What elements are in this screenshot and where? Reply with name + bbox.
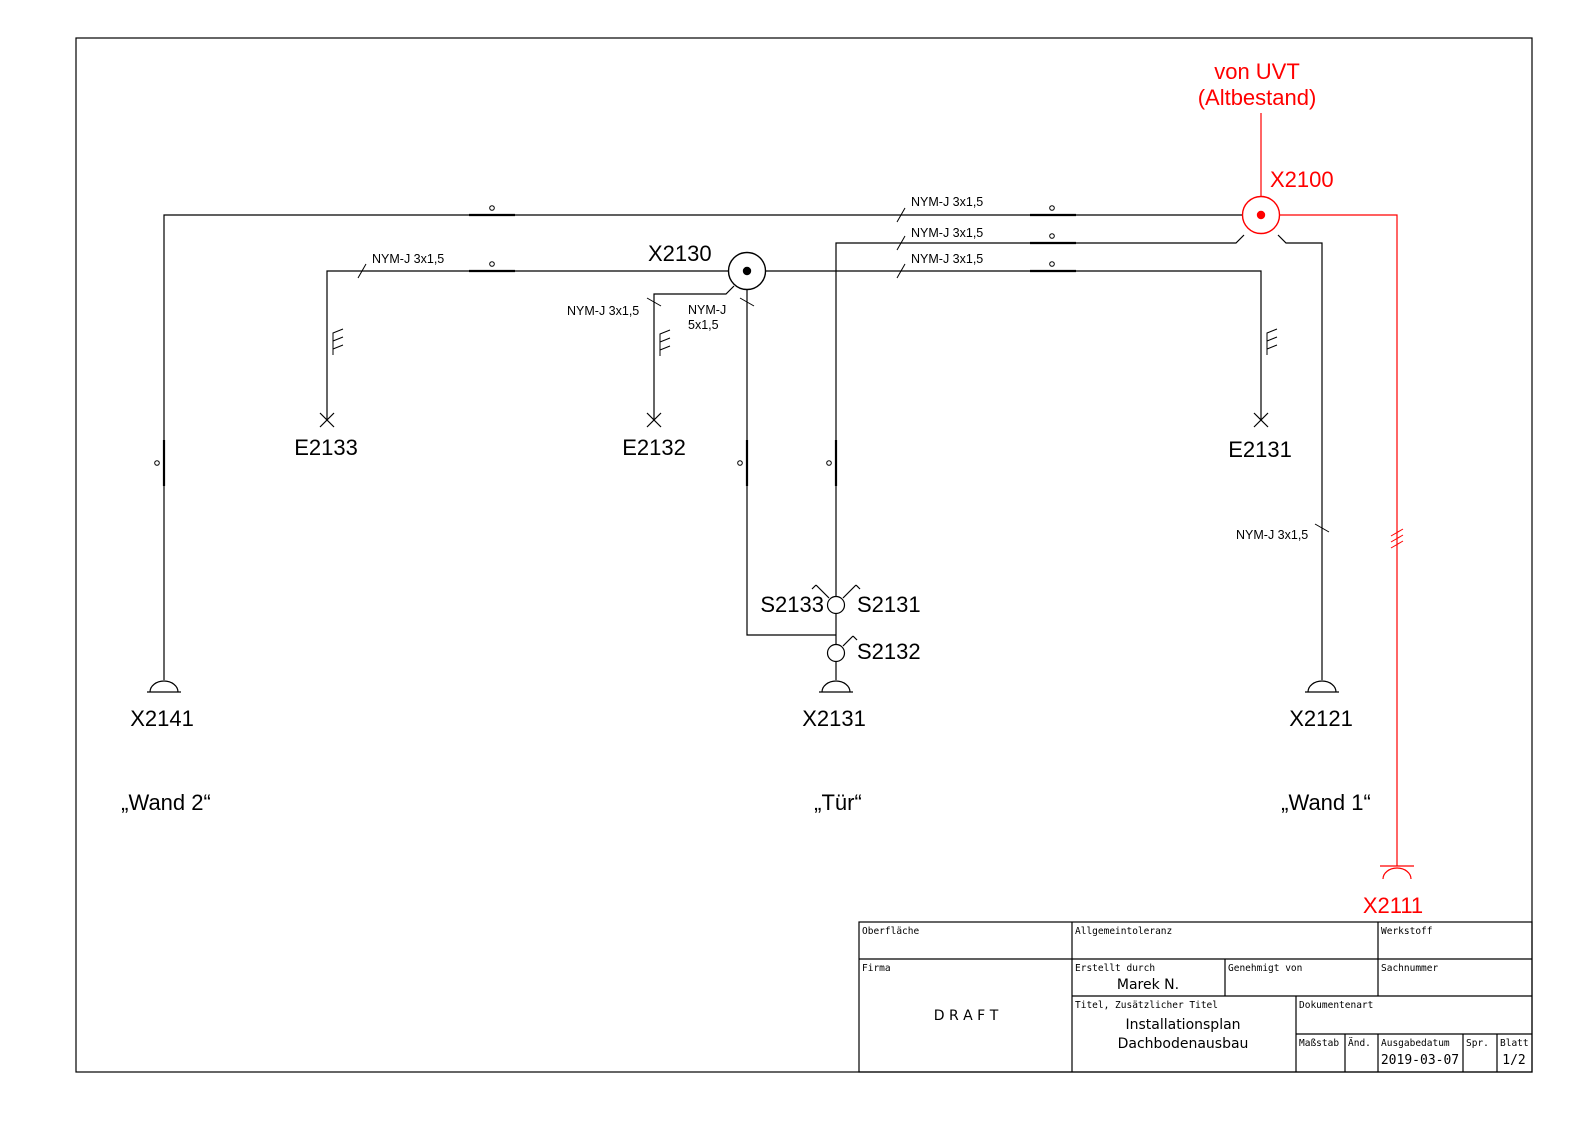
cable-ticks xyxy=(357,207,1330,533)
light-e2133-label: E2133 xyxy=(294,435,358,460)
switch-s2132-label: S2132 xyxy=(857,639,921,664)
wire-x2100-to-x2121 xyxy=(1277,234,1323,680)
room-wand2-label: „Wand 2“ xyxy=(121,790,211,815)
switch-s2133-s2131-icon xyxy=(811,584,861,615)
light-e2132-icon xyxy=(646,412,662,428)
tb-firma-value: D R A F T xyxy=(934,1008,999,1024)
room-tuer-label: „Tür“ xyxy=(814,790,862,815)
multi-wire-marker-e2132 xyxy=(653,329,671,370)
outlet-x2141-icon xyxy=(147,680,181,693)
light-e2132-label: E2132 xyxy=(622,435,686,460)
cable-label-switch-1: NYM-J xyxy=(688,303,726,317)
tb-titel-value-2: Dachbodenausbau xyxy=(1118,1036,1249,1052)
cable-label-switch-2: 5x1,5 xyxy=(688,318,719,332)
light-e2131-label: E2131 xyxy=(1228,437,1292,462)
cable-label-second: NYM-J 3x1,5 xyxy=(911,226,983,240)
tb-blatt: Blatt xyxy=(1500,1038,1529,1049)
wall-crossing-marks xyxy=(162,213,1076,486)
tb-spr: Spr. xyxy=(1466,1038,1489,1049)
tb-allgemeintoleranz: Allgemeintoleranz xyxy=(1075,926,1172,937)
tb-sachnummer: Sachnummer xyxy=(1381,963,1438,974)
multi-wire-marker-red xyxy=(1390,526,1404,552)
wire-x2130-to-e2133 xyxy=(326,270,729,420)
tb-massstab: Maßstab xyxy=(1299,1038,1339,1049)
room-wand1-label: „Wand 1“ xyxy=(1281,790,1371,815)
wire-x2130-to-switch xyxy=(746,290,836,636)
tb-genehmigt-von: Genehmigt von xyxy=(1228,963,1302,974)
drawing-frame xyxy=(75,37,1533,1073)
tb-titel: Titel, Zusätzlicher Titel xyxy=(1075,1000,1218,1011)
feed-source-line1: von UVT xyxy=(1214,59,1300,84)
tb-erstellt-durch: Erstellt durch xyxy=(1075,963,1155,974)
wire-x2130-to-e2131 xyxy=(766,270,1262,420)
junction-x2130-label: X2130 xyxy=(648,241,712,266)
outlet-x2131-label: X2131 xyxy=(802,706,866,731)
outlet-x2131-icon xyxy=(819,680,853,693)
light-e2133-icon xyxy=(319,412,335,428)
switch-s2133-label: S2133 xyxy=(760,592,824,617)
outlet-x2121-label: X2121 xyxy=(1289,706,1353,731)
wire-top-to-x2141 xyxy=(163,214,1244,680)
cable-label-top: NYM-J 3x1,5 xyxy=(911,195,983,209)
tb-firma: Firma xyxy=(862,963,891,974)
cable-label-third: NYM-J 3x1,5 xyxy=(911,252,983,266)
outlet-x2111-label: X2111 xyxy=(1363,893,1423,918)
tb-erstellt-durch-value: Marek N. xyxy=(1117,977,1179,993)
tb-ausgabedatum: Ausgabedatum xyxy=(1381,1038,1450,1049)
tb-dokumentenart: Dokumentenart xyxy=(1299,1000,1373,1011)
tb-blatt-value: 1/2 xyxy=(1502,1053,1525,1068)
cable-label-e2132: NYM-J 3x1,5 xyxy=(567,304,639,318)
light-e2131-icon xyxy=(1253,412,1269,428)
feed-source-line2: (Altbestand) xyxy=(1198,85,1317,110)
cable-label-right: NYM-J 3x1,5 xyxy=(1236,528,1308,542)
wire-x2100-to-switch xyxy=(835,234,1245,596)
outlet-x2111-icon xyxy=(1380,865,1414,880)
junction-x2100-label: X2100 xyxy=(1270,167,1334,192)
title-block: Oberfläche Allgemeintoleranz Werkstoff F… xyxy=(858,921,1533,1073)
tb-werkstoff: Werkstoff xyxy=(1381,926,1432,937)
tb-aend: Änd. xyxy=(1348,1038,1371,1049)
multi-wire-marker-e2133 xyxy=(326,318,344,358)
tb-oberflaeche: Oberfläche xyxy=(862,926,919,937)
switch-s2132-icon xyxy=(826,635,858,663)
tb-titel-value-1: Installationsplan xyxy=(1125,1017,1240,1033)
switch-s2131-label: S2131 xyxy=(857,592,921,617)
wire-x2100-to-x2111 xyxy=(1280,214,1398,866)
tb-ausgabedatum-value: 2019-03-07 xyxy=(1381,1053,1459,1068)
outlet-x2121-icon xyxy=(1305,680,1339,693)
cable-label-left: NYM-J 3x1,5 xyxy=(372,252,444,266)
outlet-x2141-label: X2141 xyxy=(130,706,194,731)
wall-crossing-circles xyxy=(154,205,1055,466)
multi-wire-marker-e2131 xyxy=(1260,318,1278,358)
